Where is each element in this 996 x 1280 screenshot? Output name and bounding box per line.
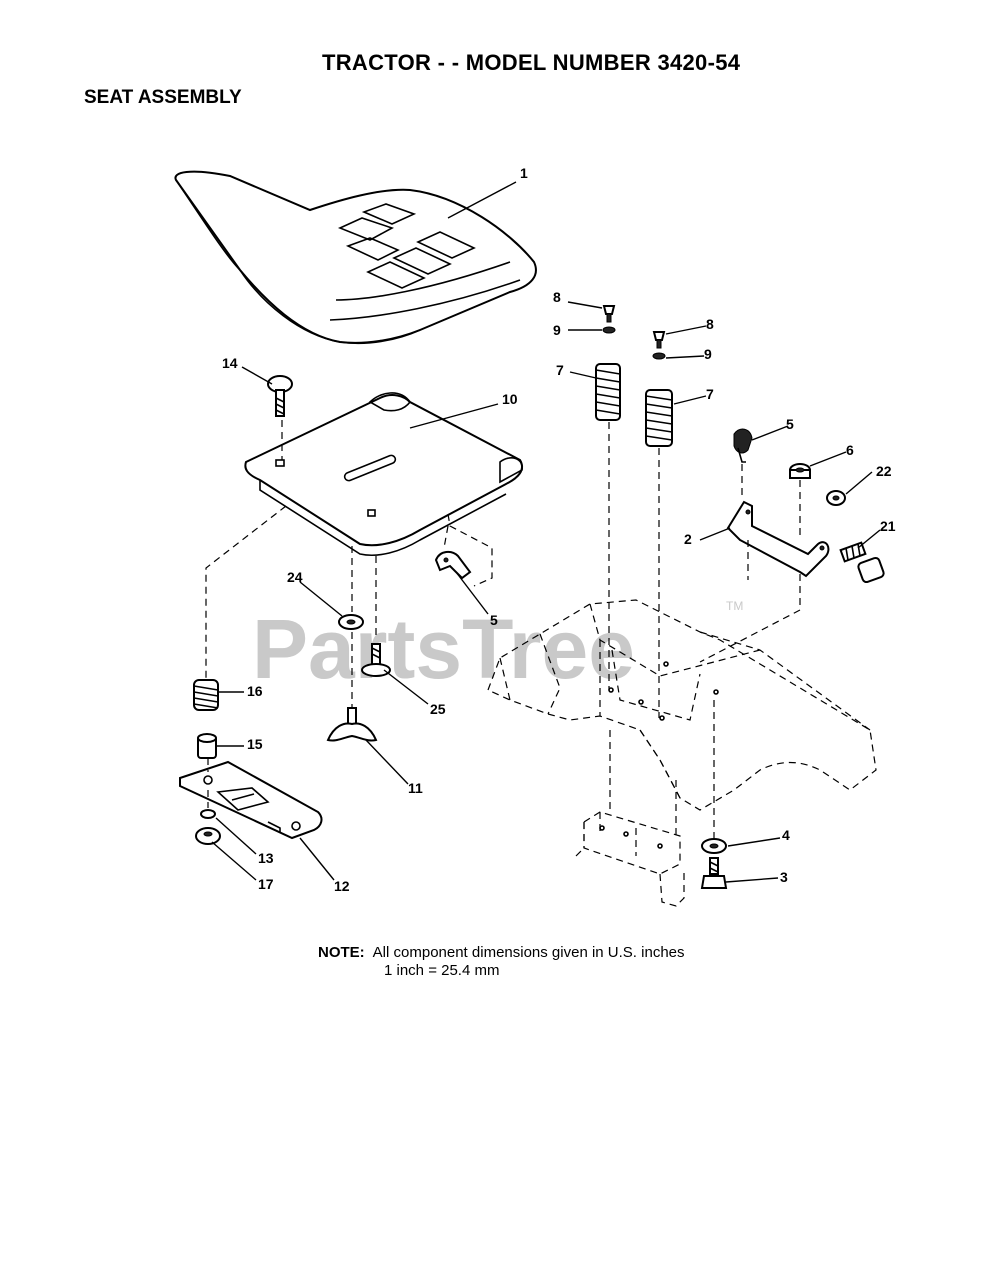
callout-3: 3 — [780, 869, 788, 885]
callout-10: 10 — [502, 391, 518, 407]
callout-8b: 8 — [706, 316, 714, 332]
callout-6: 6 — [846, 442, 854, 458]
star-knob-part — [326, 707, 378, 742]
callout-21: 21 — [880, 518, 896, 534]
nut-part-17 — [195, 827, 221, 845]
callout-24: 24 — [287, 569, 303, 585]
watermark: PartsTree — [252, 602, 635, 696]
washer-part-24 — [338, 614, 364, 630]
callout-9a: 9 — [553, 322, 561, 338]
watermark-trademark: TM — [726, 599, 743, 613]
nut-part — [789, 463, 811, 479]
callout-8a: 8 — [553, 289, 561, 305]
callout-14: 14 — [222, 355, 238, 371]
carriage-bolt-part — [267, 375, 293, 417]
note-line-1: All component dimensions given in U.S. i… — [372, 944, 685, 961]
callout-numbers: 1 10 14 8 9 7 8 9 7 5 6 22 2 21 5 24 25 … — [222, 165, 896, 894]
seat-pan-part — [244, 392, 524, 557]
callout-2: 2 — [684, 531, 692, 547]
bushing-part — [197, 733, 217, 759]
note-label: NOTE: — [318, 944, 365, 961]
leader-lines — [211, 181, 881, 883]
callout-17: 17 — [258, 876, 274, 892]
callout-9b: 9 — [704, 346, 712, 362]
assembly-lines — [205, 420, 801, 838]
washer-part-22 — [826, 490, 846, 506]
spring-stack-right — [645, 331, 673, 447]
section-title: SEAT ASSEMBLY — [84, 87, 242, 108]
dimension-note: NOTE: All component dimensions given in U… — [318, 944, 685, 979]
callout-16: 16 — [247, 683, 263, 699]
callout-4: 4 — [782, 827, 790, 843]
callout-5a: 5 — [786, 416, 794, 432]
hex-bolt-part — [700, 857, 728, 889]
page-title: TRACTOR - - MODEL NUMBER 3420-54 — [322, 50, 741, 75]
callout-5b: 5 — [490, 612, 498, 628]
callout-22: 22 — [876, 463, 892, 479]
washer-part-4 — [701, 838, 727, 854]
shoulder-bolt-part — [361, 643, 391, 677]
callout-1: 1 — [520, 165, 528, 181]
bracket-part — [726, 500, 830, 578]
tractor-fender-frame — [487, 599, 877, 907]
spring-part-16 — [193, 679, 219, 711]
callout-13: 13 — [258, 850, 274, 866]
callout-11: 11 — [408, 780, 423, 796]
clip-part-lower — [434, 550, 472, 580]
clip-part-upper — [733, 428, 753, 463]
callout-7b: 7 — [706, 386, 714, 402]
callout-12: 12 — [334, 878, 350, 894]
spring-stack-left — [595, 305, 621, 421]
note-line-2: 1 inch = 25.4 mm — [384, 962, 500, 979]
adjustment-knob-part — [839, 541, 885, 584]
callout-15: 15 — [247, 736, 263, 752]
callout-25: 25 — [430, 701, 446, 717]
callout-7a: 7 — [556, 362, 564, 378]
slide-plate-part — [179, 760, 323, 840]
seat-part — [174, 170, 537, 345]
washer-part-13 — [200, 809, 216, 819]
